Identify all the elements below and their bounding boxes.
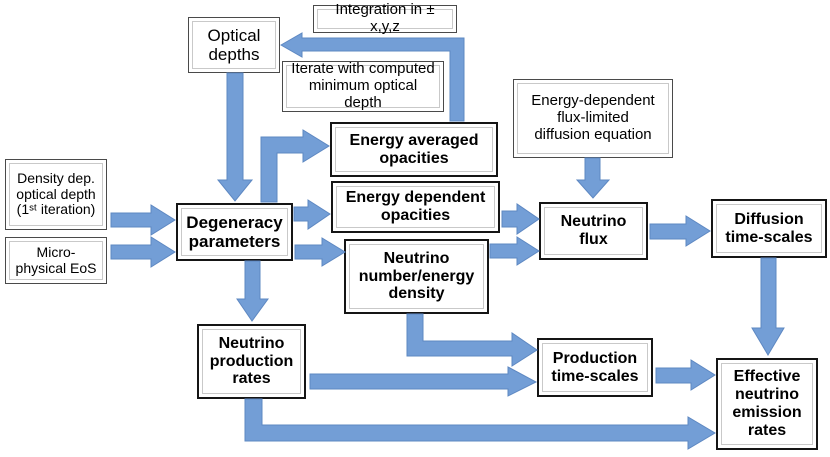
arrow-degeneracy-to-production-rates <box>236 260 269 322</box>
box-diffusion-time-scales: Diffusion time-scales <box>711 199 827 258</box>
box-density-dep-text: Density dep. optical depth (1ˢᵗ iteratio… <box>9 163 103 226</box>
box-optical-depths: Optical depths <box>188 17 280 73</box>
box-energy-dependent-opacities: Energy dependent opacities <box>331 181 500 233</box>
box-production-rates-text: Neutrino production rates <box>202 329 301 394</box>
box-iterate-text: Iterate with computed minimum optical de… <box>286 60 440 111</box>
box-micro-eos-text: Micro- physical EoS <box>9 241 103 280</box>
box-degeneracy-parameters: Degeneracy parameters <box>176 203 293 261</box>
arrow-micro-eos-to-degeneracy <box>110 236 176 268</box>
box-diffusion-ts-text: Diffusion time-scales <box>716 204 822 253</box>
box-optical-depths-label: Optical depths <box>192 21 276 69</box>
box-neutrino-production-rates: Neutrino production rates <box>197 324 306 399</box>
arrow-density-dep-to-degeneracy <box>110 204 176 236</box>
box-iterate-note: Iterate with computed minimum optical de… <box>282 60 444 112</box>
arrow-degeneracy-to-energy-averaged <box>260 129 330 203</box>
box-neutrino-number-text: Neutrino number/energy density <box>349 244 484 309</box>
arrow-energy-dependent-to-flux <box>501 203 540 235</box>
box-effective-text: Effective neutrino emission rates <box>721 363 813 445</box>
box-production-time-scales: Production time-scales <box>537 338 653 397</box>
box-energy-dependent-text: Energy dependent opacities <box>336 186 495 228</box>
box-micro-physical-eos: Micro- physical EoS <box>5 237 107 284</box>
box-flux-limited-diffusion-equation: Energy-dependent flux-limited diffusion … <box>513 79 673 158</box>
box-effective-neutrino-emission-rates: Effective neutrino emission rates <box>716 358 818 450</box>
arrow-optical-depths-to-degeneracy <box>216 72 254 202</box>
arrow-production-rates-to-production-ts <box>309 366 538 397</box>
box-density-dep-optical-depth: Density dep. optical depth (1ˢᵗ iteratio… <box>5 159 107 230</box>
arrow-degeneracy-to-energy-dependent <box>293 199 331 230</box>
arrow-production-rates-to-effective <box>244 398 716 450</box>
box-neutrino-flux: Neutrino flux <box>539 202 648 260</box>
box-energy-averaged-opacities: Energy averaged opacities <box>330 122 498 177</box>
box-degeneracy-text: Degeneracy parameters <box>181 208 288 256</box>
box-production-ts-text: Production time-scales <box>542 343 648 392</box>
box-integration-label: Integration in ± x,y,z <box>313 1 457 35</box>
arrow-neutrino-number-to-flux <box>489 236 540 266</box>
box-neutrino-number-energy-density: Neutrino number/energy density <box>344 239 489 314</box>
box-flux-equation-text: Energy-dependent flux-limited diffusion … <box>517 83 669 154</box>
arrow-flux-equation-to-flux <box>575 157 611 199</box>
box-neutrino-flux-text: Neutrino flux <box>544 207 643 255</box>
arrow-degeneracy-to-neutrino-number <box>294 237 346 267</box>
box-energy-averaged-text: Energy averaged opacities <box>335 127 493 172</box>
arrow-production-ts-to-effective <box>655 359 716 391</box>
arrow-diffusion-ts-to-effective <box>751 257 785 356</box>
arrow-neutrino-number-to-production-ts <box>406 313 538 367</box>
box-integration-text: Integration in ± x,y,z <box>317 1 453 35</box>
arrow-flux-to-diffusion-ts <box>649 215 711 247</box>
